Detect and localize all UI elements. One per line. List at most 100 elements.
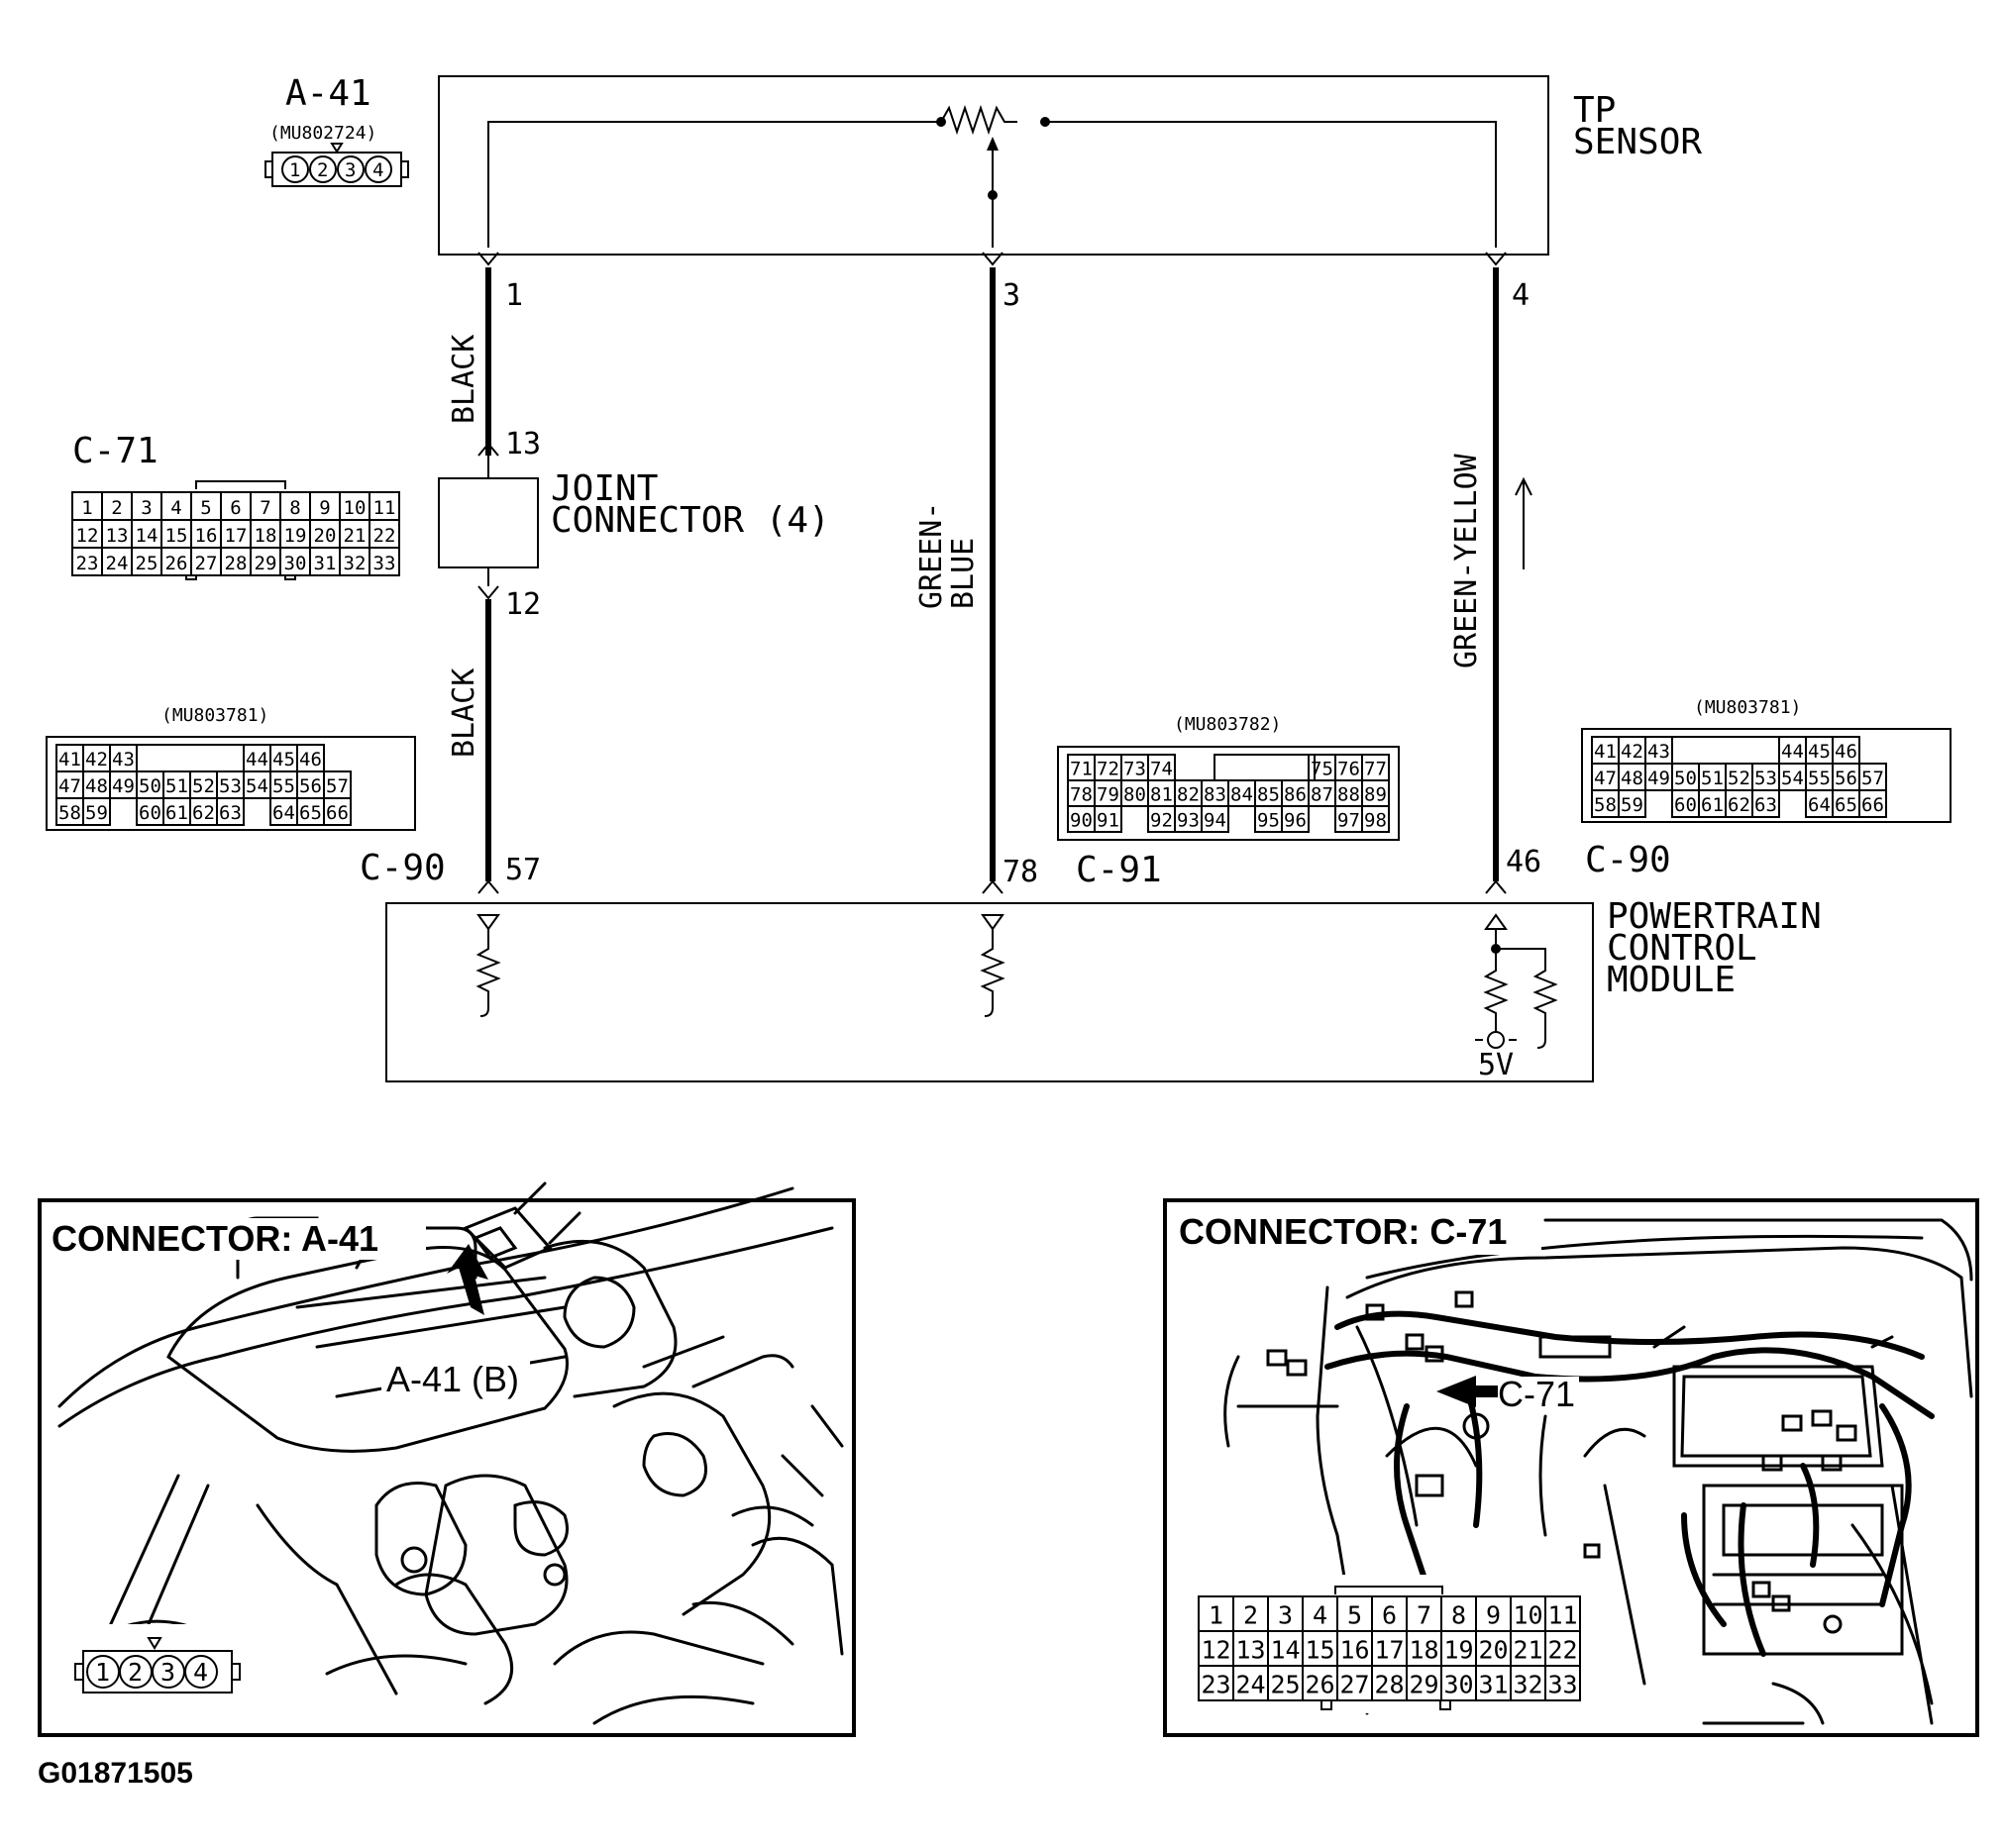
joint-connector: JOINT CONNECTOR (4) xyxy=(438,456,830,586)
connector-id-label: C-90 xyxy=(360,848,446,888)
panel-c71-pin: 12 xyxy=(1201,1635,1230,1664)
panel-a41-latch xyxy=(231,1663,241,1681)
c90r-cell xyxy=(1591,789,1620,818)
panel-c71-pin: 7 xyxy=(1417,1600,1431,1629)
panel-c71-pin: 14 xyxy=(1270,1635,1300,1664)
panel-c71-pin: 32 xyxy=(1513,1670,1542,1698)
c71-cell xyxy=(131,547,162,576)
c71-pin: 32 xyxy=(344,553,367,574)
c90r-pin: 47 xyxy=(1594,768,1617,789)
c90r-cell xyxy=(1671,789,1700,818)
c71-cell xyxy=(369,547,400,576)
panel-c71-pin: 2 xyxy=(1243,1600,1258,1629)
c90-pin: 62 xyxy=(192,802,215,824)
wire-color-label: BLACK xyxy=(447,668,481,758)
c91-pin: 80 xyxy=(1123,783,1146,805)
c91-pin: 92 xyxy=(1150,809,1173,831)
panel-c71-pin: 3 xyxy=(1278,1600,1293,1629)
c71-pin: 23 xyxy=(76,553,99,574)
panel-c71-pin: 30 xyxy=(1443,1670,1473,1698)
connector-id-label: C-91 xyxy=(1076,850,1162,890)
c91-pin: 81 xyxy=(1150,783,1173,805)
c90-pin: 46 xyxy=(299,749,322,770)
c91-pin: 93 xyxy=(1177,809,1200,831)
panel-c71-pin: 6 xyxy=(1382,1600,1397,1629)
a41-latch-right xyxy=(400,160,409,178)
terminal-arrow-icon xyxy=(1485,252,1507,266)
terminal-arrow-icon xyxy=(477,585,499,600)
c91-cell xyxy=(1201,805,1229,833)
panel-a41-pin: 3 xyxy=(160,1658,175,1687)
pcm-label: POWERTRAIN xyxy=(1607,896,1822,937)
panel-title-bg xyxy=(50,1218,426,1260)
c91-pin: 72 xyxy=(1097,758,1119,779)
c91-pin: 90 xyxy=(1070,809,1093,831)
c90-cell xyxy=(269,797,298,826)
c91-pin: 84 xyxy=(1230,783,1253,805)
panel-c71-cell xyxy=(1198,1665,1234,1701)
c71-pin: 8 xyxy=(289,497,300,519)
c90r-pin: 56 xyxy=(1835,768,1857,789)
pcm-box xyxy=(385,902,1594,1082)
panel-c71-pin: 8 xyxy=(1451,1600,1466,1629)
c91-cell xyxy=(1094,805,1122,833)
c71-pin: 11 xyxy=(373,497,396,519)
panel-c71-cell xyxy=(1544,1630,1581,1667)
c90-cell xyxy=(55,797,84,826)
panel-connector-a41: CONNECTOR: A-41 A-41 (B) 1 2 3 4 xyxy=(38,1181,856,1737)
c90-pin: 50 xyxy=(139,775,161,797)
c71-pin: 7 xyxy=(260,497,270,519)
wire-black-2: 12 BLACK C-90 57 xyxy=(360,585,541,894)
c91-cell xyxy=(1361,805,1390,833)
c71-pin: 26 xyxy=(165,553,188,574)
figure-id: G01871505 xyxy=(38,1757,193,1790)
c90-pin: 54 xyxy=(246,775,268,797)
a41-key-icon xyxy=(330,143,344,154)
panel-c71-pin: 13 xyxy=(1235,1635,1265,1664)
c90r-pin: 43 xyxy=(1647,741,1670,763)
c90r-pin: 53 xyxy=(1754,768,1777,789)
panel-c71-title: CONNECTOR: C-71 xyxy=(1179,1211,1507,1252)
c91-pin: 78 xyxy=(1070,783,1093,805)
c90r-pin: 49 xyxy=(1647,768,1670,789)
wire-color-label: GREEN- xyxy=(914,502,949,609)
c90r-pin: 41 xyxy=(1594,741,1617,763)
c91-cell xyxy=(1281,805,1310,833)
wire-color-label-2: BLUE xyxy=(946,538,981,609)
terminal-arrow-icon xyxy=(982,252,1003,266)
c90left-outline xyxy=(46,736,416,831)
c90-cell xyxy=(82,797,111,826)
c90r-pin: 61 xyxy=(1701,794,1724,816)
panel-c71-pin: 18 xyxy=(1409,1635,1438,1664)
supply-voltage-label: 5V xyxy=(1478,1048,1514,1082)
c71-pin: 3 xyxy=(141,497,152,519)
panel-c71-pin: 28 xyxy=(1374,1670,1404,1698)
pin-label: 4 xyxy=(1512,278,1530,313)
c90r-pin: 63 xyxy=(1754,794,1777,816)
tp-sensor-label: TP xyxy=(1573,90,1616,131)
a41-id: A-41 xyxy=(285,73,371,114)
c90-cell xyxy=(109,770,138,799)
c90r-pin: 50 xyxy=(1674,768,1697,789)
c90-pin: 65 xyxy=(299,802,322,824)
panel-c71-pin: 16 xyxy=(1339,1635,1369,1664)
c90-pin: 60 xyxy=(139,802,161,824)
panel-c71-latch xyxy=(1320,1701,1451,1710)
c90r-cell xyxy=(1618,789,1646,818)
c91-pin: 73 xyxy=(1123,758,1146,779)
panel-a41-connector-face: 1 2 3 4 xyxy=(73,1624,242,1703)
c71-pin: 1 xyxy=(81,497,92,519)
c91-pin: 86 xyxy=(1284,783,1307,805)
c91grid-outline xyxy=(1057,746,1400,841)
c90-pin: 66 xyxy=(326,802,349,824)
terminal-arrow-icon xyxy=(1485,879,1507,894)
c90r-cell xyxy=(1698,789,1727,818)
c91-pin: 91 xyxy=(1097,809,1119,831)
c91-pin: 89 xyxy=(1364,783,1387,805)
panel-a41-pin: 1 xyxy=(95,1658,110,1687)
c90-pin: 42 xyxy=(85,749,108,770)
c90r-pin: 58 xyxy=(1594,794,1617,816)
c71-cell xyxy=(339,547,370,576)
